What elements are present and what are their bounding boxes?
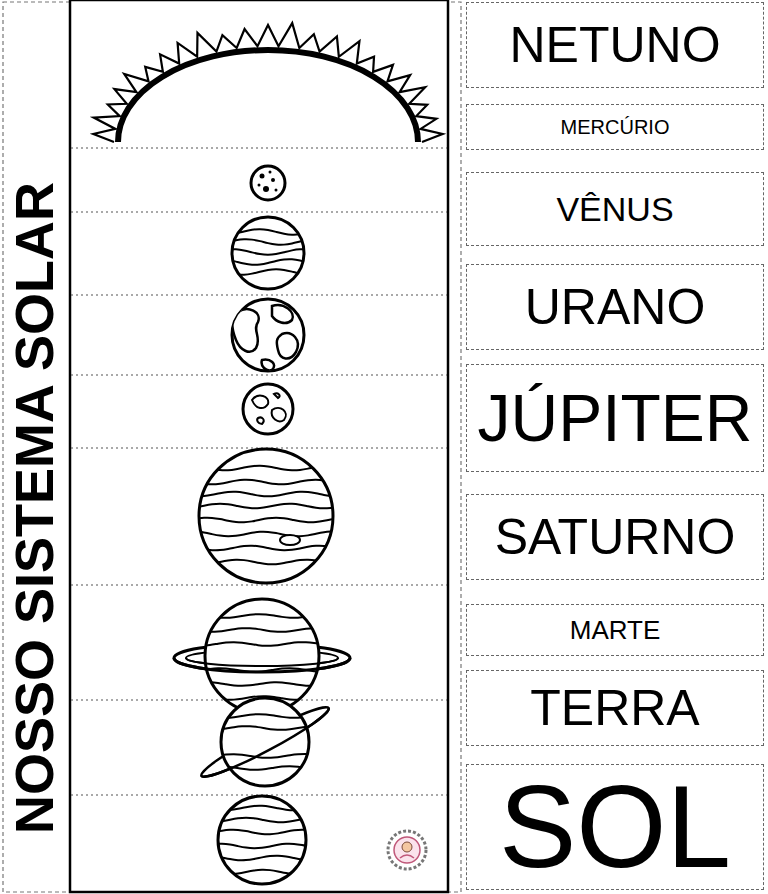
logo-stamp [388, 831, 426, 869]
planet-name: JÚPITER [477, 385, 752, 451]
word-card: SATURNO [466, 494, 764, 580]
planet-drawings [174, 166, 350, 884]
planet-name: SOL [499, 769, 731, 885]
planet-name: SATURNO [495, 512, 736, 562]
planet-name: MARTE [570, 617, 661, 643]
word-card: VÊNUS [466, 172, 764, 246]
column-frame [70, 0, 448, 892]
planet-name: URANO [525, 282, 706, 332]
planet-name: MERCÚRIO [561, 117, 670, 137]
word-card: MERCÚRIO [466, 104, 764, 150]
planet-name: VÊNUS [556, 192, 673, 226]
planet-name: TERRA [530, 683, 699, 733]
word-card: URANO [466, 264, 764, 350]
vertical-title: NOSSO SISTEMA SOLAR [7, 182, 61, 834]
word-card: JÚPITER [466, 364, 764, 472]
word-card: MARTE [466, 604, 764, 656]
word-card: TERRA [466, 670, 764, 746]
word-card: NETUNO [466, 2, 764, 88]
word-card: SOL [466, 764, 764, 890]
sun-drawing [93, 23, 442, 142]
divider-lines [71, 148, 447, 795]
planet-name: NETUNO [509, 20, 720, 70]
